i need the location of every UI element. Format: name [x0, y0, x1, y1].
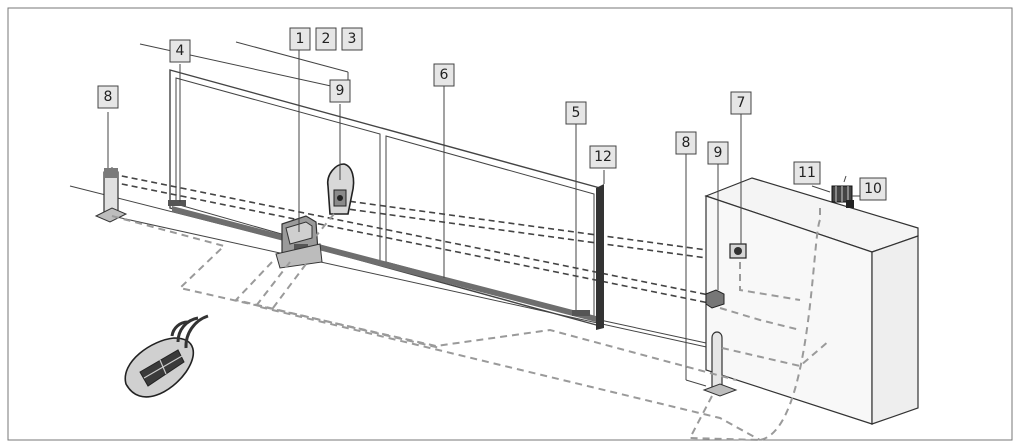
callout-6: 6: [433, 63, 455, 87]
safety-edge: [596, 184, 604, 330]
callout-9-gate: 9: [329, 79, 351, 103]
limit-plate-right: [572, 310, 590, 316]
flashing-lamp-gate: [326, 163, 355, 215]
callout-9-gate-label: 9: [336, 83, 345, 99]
callout-4-label: 4: [176, 43, 185, 59]
callout-11: 11: [793, 161, 821, 185]
callout-8-left-label: 8: [104, 89, 113, 105]
gate-pillar: [704, 177, 919, 425]
callout-5: 5: [565, 101, 587, 125]
callout-8-right: 8: [675, 131, 697, 155]
leader-lines: [107, 50, 860, 387]
callout-1-label: 1: [296, 31, 305, 47]
callout-9-pillar: 9: [707, 141, 729, 165]
cable-routes: [111, 208, 831, 441]
callout-8-right-label: 8: [682, 135, 691, 151]
callout-10: 10: [859, 177, 887, 201]
gear-rack: [172, 206, 596, 322]
diagram-border: [7, 7, 1013, 441]
callout-2: 2: [315, 27, 337, 51]
callout-5-label: 5: [572, 105, 581, 121]
callout-7-label: 7: [737, 95, 746, 111]
gear-motor: [275, 215, 323, 269]
callout-4: 4: [169, 39, 191, 63]
photocell-pillar: [705, 289, 725, 309]
callout-8-left: 8: [97, 85, 119, 109]
sliding-gate-leaf: [139, 41, 604, 330]
callout-11-label: 11: [798, 165, 816, 181]
limit-plate-left: [168, 200, 186, 206]
callout-3: 3: [341, 27, 363, 51]
callout-12: 12: [589, 145, 617, 169]
key-selector: [729, 243, 747, 259]
photocell-post-left: [94, 167, 128, 223]
callout-12-label: 12: [594, 149, 612, 165]
callout-7: 7: [730, 91, 752, 115]
callout-3-label: 3: [348, 31, 357, 47]
callout-10-label: 10: [864, 181, 882, 197]
flashing-lamp-pillar: [831, 175, 854, 208]
photocell-beams: [111, 173, 737, 305]
callout-1: 1: [289, 27, 311, 51]
callout-2-label: 2: [322, 31, 331, 47]
photocell-post-right: [702, 331, 738, 397]
callout-6-label: 6: [440, 67, 449, 83]
remote-control: [124, 314, 209, 398]
callout-9-pillar-label: 9: [714, 145, 723, 161]
